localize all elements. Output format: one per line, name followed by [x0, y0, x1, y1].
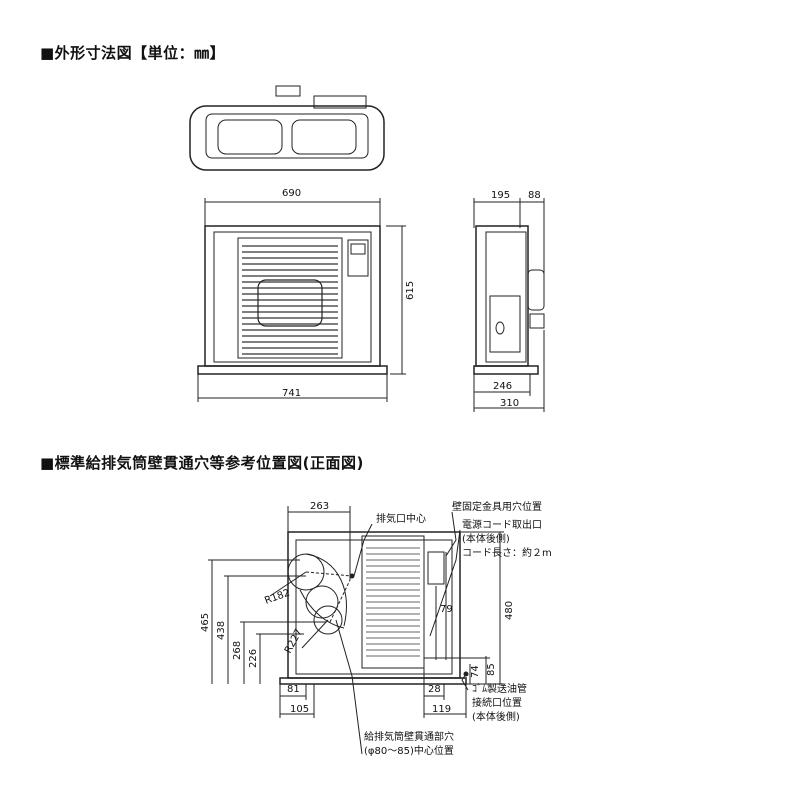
- dim-28: 28: [428, 684, 441, 695]
- dim-263: 263: [310, 501, 329, 512]
- dim-246: 246: [493, 381, 512, 392]
- dim-615: 615: [405, 281, 416, 300]
- label-wall-fixture: 壁固定金具用穴位置: [452, 500, 542, 513]
- dim-195: 195: [491, 190, 510, 201]
- label-exhaust-center: 排気口中心: [376, 512, 426, 525]
- label-oil-pipe-1: ｺﾞﾑ製送油管: [472, 682, 527, 695]
- label-cord-exit: 電源コード取出口: [462, 518, 542, 531]
- dim-85: 85: [486, 663, 497, 676]
- outline-section-title: ■外形寸法図【単位：㎜】: [40, 44, 226, 62]
- hole-diagram: [208, 506, 504, 755]
- dim-119: 119: [432, 704, 451, 715]
- label-oil-pipe-2: 接続口位置: [472, 696, 522, 709]
- label-cord-length: コード長さ：約２m: [462, 546, 552, 559]
- dim-268: 268: [232, 641, 243, 660]
- dim-690: 690: [282, 188, 301, 199]
- dim-74: 74: [470, 665, 481, 678]
- top-view: [189, 85, 385, 171]
- label-cord-exit-note: (本体後側): [462, 532, 510, 545]
- side-view: [473, 198, 545, 412]
- dim-81: 81: [287, 684, 300, 695]
- front-view: [197, 198, 406, 402]
- dim-310: 310: [500, 398, 519, 409]
- dim-465: 465: [200, 613, 211, 632]
- dim-226: 226: [248, 649, 259, 668]
- dim-741: 741: [282, 388, 301, 399]
- dim-480: 480: [504, 601, 515, 620]
- dim-79: 79: [440, 604, 453, 615]
- label-oil-pipe-3: (本体後側): [472, 710, 520, 723]
- hole-section-title: ■標準給排気筒壁貫通穴等参考位置図(正面図): [40, 454, 364, 472]
- dim-438: 438: [216, 621, 227, 640]
- dim-r227: R227: [283, 627, 305, 655]
- dim-105: 105: [290, 704, 309, 715]
- label-wall-hole-1: 給排気筒壁貫通部穴: [364, 730, 454, 743]
- dim-88: 88: [528, 190, 541, 201]
- label-wall-hole-2: (φ80～85)中心位置: [364, 744, 454, 757]
